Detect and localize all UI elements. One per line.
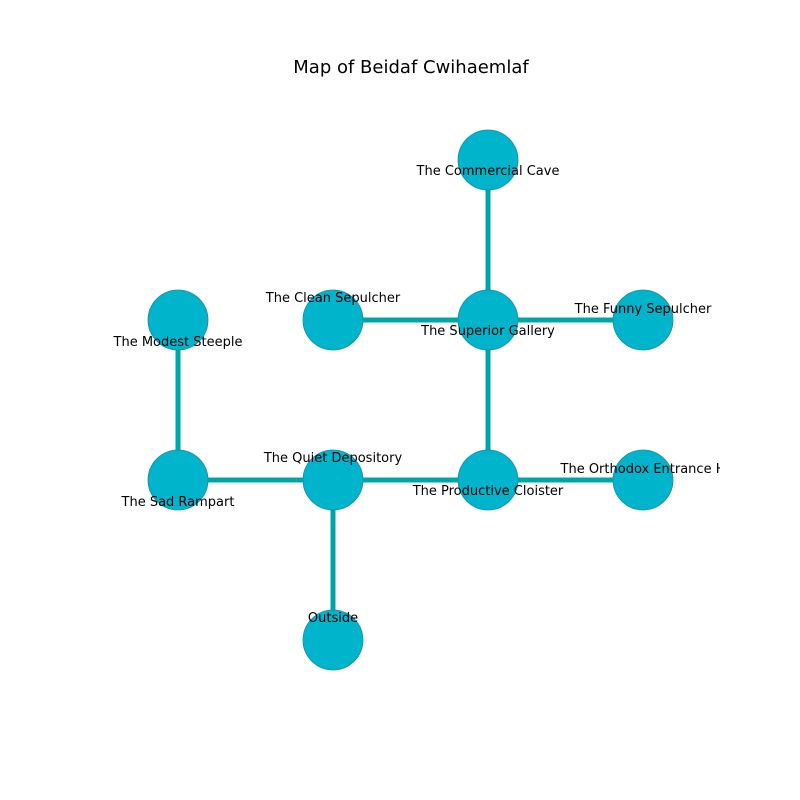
node-label-superior-gallery: The Superior Gallery	[420, 324, 555, 339]
edges-layer	[175, 160, 643, 640]
node-label-orthodox-entrance: The Orthodox Entrance H	[560, 462, 726, 477]
node-label-quiet-depository: The Quiet Depository	[263, 451, 403, 466]
map-title: Map of Beidaf Cwihaemlaf	[293, 57, 529, 78]
node-outside	[302, 609, 364, 671]
node-label-sad-rampart: The Sad Rampart	[121, 495, 235, 510]
node-modest-steeple	[147, 289, 209, 351]
node-orthodox-entrance	[612, 449, 674, 511]
node-clean-sepulcher	[302, 289, 364, 351]
node-label-outside: Outside	[308, 611, 358, 626]
node-funny-sepulcher	[612, 289, 674, 351]
node-label-modest-steeple: The Modest Steeple	[113, 335, 243, 350]
node-commercial-cave	[457, 129, 519, 191]
node-label-funny-sepulcher: The Funny Sepulcher	[574, 302, 712, 317]
node-label-commercial-cave: The Commercial Cave	[416, 164, 560, 179]
node-superior-gallery	[457, 289, 519, 351]
node-quiet-depository	[302, 449, 364, 511]
node-label-clean-sepulcher: The Clean Sepulcher	[265, 291, 401, 306]
nodes-layer	[147, 129, 674, 671]
node-label-productive-cloister: The Productive Cloister	[412, 484, 564, 499]
node-sad-rampart	[147, 449, 209, 511]
node-productive-cloister	[457, 449, 519, 511]
